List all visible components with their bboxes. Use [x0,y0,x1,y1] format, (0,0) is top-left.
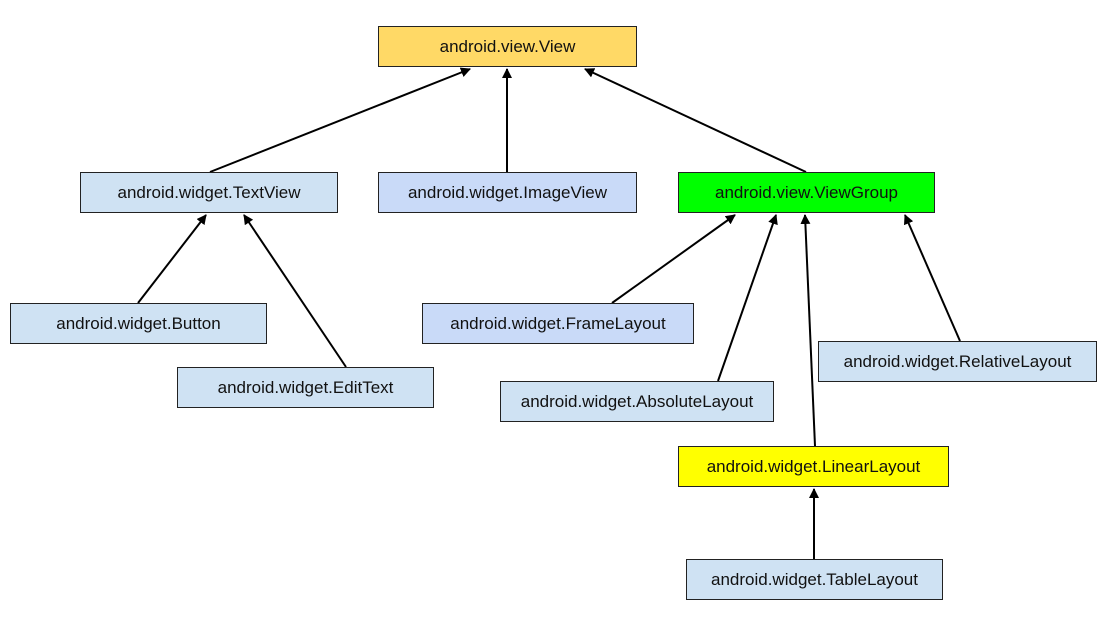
edge-absolute-to-viewgroup [717,214,778,382]
edge-relative-to-viewgroup [904,214,961,342]
node-android-widget-edittext: android.widget.EditText [177,367,434,408]
node-android-widget-button: android.widget.Button [10,303,267,344]
node-android-view-viewgroup: android.view.ViewGroup [678,172,935,213]
node-label: android.widget.TextView [117,182,301,202]
node-label: android.widget.LinearLayout [706,456,921,476]
edge-frame-to-viewgroup [611,214,736,304]
node-android-widget-textview: android.widget.TextView [80,172,338,213]
node-label: android.widget.EditText [217,377,394,397]
edge-linear-to-viewgroup [800,214,816,447]
edge-layer [137,67,961,559]
node-android-widget-framelayout: android.widget.FrameLayout [422,303,694,344]
node-label: android.widget.AbsoluteLayout [520,391,754,411]
node-label: android.widget.FrameLayout [450,313,666,333]
edge-edittext-to-textview [243,214,347,368]
node-label: android.view.View [439,36,576,56]
node-android-view-view: android.view.View [378,26,637,67]
node-label: android.widget.Button [56,313,221,333]
node-label: android.widget.ImageView [407,182,608,202]
node-android-widget-absolutelayout: android.widget.AbsoluteLayout [500,381,774,422]
edge-viewgroup-to-view [584,68,807,173]
node-android-widget-relativelayout: android.widget.RelativeLayout [818,341,1097,382]
edge-textview-to-view [209,67,471,173]
node-android-widget-linearlayout: android.widget.LinearLayout [678,446,949,487]
node-android-widget-tablelayout: android.widget.TableLayout [686,559,943,600]
node-label: android.view.ViewGroup [714,182,898,202]
node-android-widget-imageview: android.widget.ImageView [378,172,637,213]
node-label: android.widget.RelativeLayout [843,351,1072,371]
edge-button-to-textview [137,214,207,304]
node-label: android.widget.TableLayout [711,569,918,589]
